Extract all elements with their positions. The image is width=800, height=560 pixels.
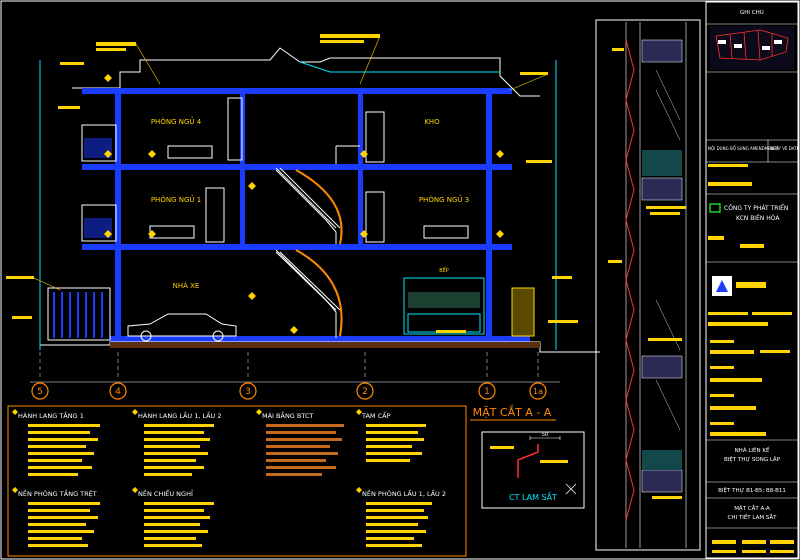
grid-label-1a: 1a bbox=[533, 387, 543, 396]
sheet-title-line2: CHI TIẾT LAM SẮT bbox=[728, 513, 778, 521]
grid-label-4: 4 bbox=[115, 387, 121, 397]
company-logo bbox=[709, 203, 721, 213]
grid-label-5: 5 bbox=[37, 387, 43, 397]
legend-item-2: MÁI BẰNG BTCT bbox=[262, 410, 313, 420]
lam-sat-dimension: 50 bbox=[542, 432, 548, 438]
section-drawing bbox=[6, 34, 600, 353]
legend-panel bbox=[7, 405, 467, 557]
detail-title: CT LAM SẮT bbox=[509, 490, 557, 502]
project-line1: NHÀ LIÊN KẾ bbox=[735, 446, 770, 454]
legend-item-0: HÀNH LANG TẦNG 1 bbox=[18, 410, 84, 420]
room-label-phong-ngu-3: PHÒNG NGỦ 3 bbox=[419, 194, 469, 204]
lam-sat-detail-box bbox=[481, 431, 585, 509]
kitchen-cabinet bbox=[403, 277, 485, 335]
project-line2: BIỆT THỰ SONG LẬP bbox=[724, 455, 781, 463]
company-name-line2: KCN BIÊN HÒA bbox=[736, 214, 780, 222]
grid-label-1: 1 bbox=[484, 387, 490, 397]
room-label-bep: BẾP bbox=[439, 266, 449, 274]
lam-sat-detail bbox=[490, 436, 577, 495]
revision-column-amendments: NỘI DUNG BỔ SUNG AMENDMENTS bbox=[708, 146, 779, 151]
legend-spec-lines bbox=[28, 424, 432, 547]
company-name-line1: CÔNG TY PHÁT TRIỂN bbox=[724, 204, 788, 212]
slab-ground bbox=[110, 336, 530, 342]
title-block bbox=[705, 1, 799, 559]
legend-item-3: TAM CẤP bbox=[361, 410, 391, 420]
legend-item-6: NỀN PHÒNG LẦU 1, LẦU 2 bbox=[362, 488, 446, 498]
legend-item-4: NỀN PHÒNG TẦNG TRỆT bbox=[18, 488, 97, 498]
revision-column-date: NGÀY VẼ DATE bbox=[770, 146, 800, 151]
slab-level-1 bbox=[82, 244, 512, 250]
sheet-title-line1: MẶT CẮT A-A bbox=[734, 504, 770, 512]
gate bbox=[47, 287, 111, 341]
room-label-phong-ngu-1: PHÒNG NGỦ 1 bbox=[151, 194, 201, 204]
project-line3: BIỆT THỰ B1-B5; B8-B11 bbox=[718, 486, 786, 494]
legend-item-1: HÀNH LANG LẦU 1, LẦU 2 bbox=[138, 410, 222, 420]
car-outline bbox=[127, 313, 237, 337]
slab-roof bbox=[82, 88, 512, 94]
slab-level-2 bbox=[82, 164, 512, 170]
section-title: MẶT CẮT A - A bbox=[473, 405, 552, 419]
legend-item-5: NỀN CHIẾU NGHỈ bbox=[138, 488, 193, 498]
wall-section-detail bbox=[595, 19, 701, 551]
room-label-kho: KHO bbox=[424, 118, 440, 126]
room-label-nha-xe: NHÀ XE bbox=[173, 281, 200, 290]
room-label-phong-ngu-4: PHÒNG NGỦ 4 bbox=[151, 116, 202, 126]
legend: HÀNH LANG TẦNG 1 HÀNH LANG LẦU 1, LẦU 2 … bbox=[12, 409, 446, 547]
title-block-ghi-chu: GHI CHÚ bbox=[740, 9, 764, 16]
grid-label-3: 3 bbox=[245, 387, 251, 397]
grid-label-2: 2 bbox=[362, 387, 368, 397]
